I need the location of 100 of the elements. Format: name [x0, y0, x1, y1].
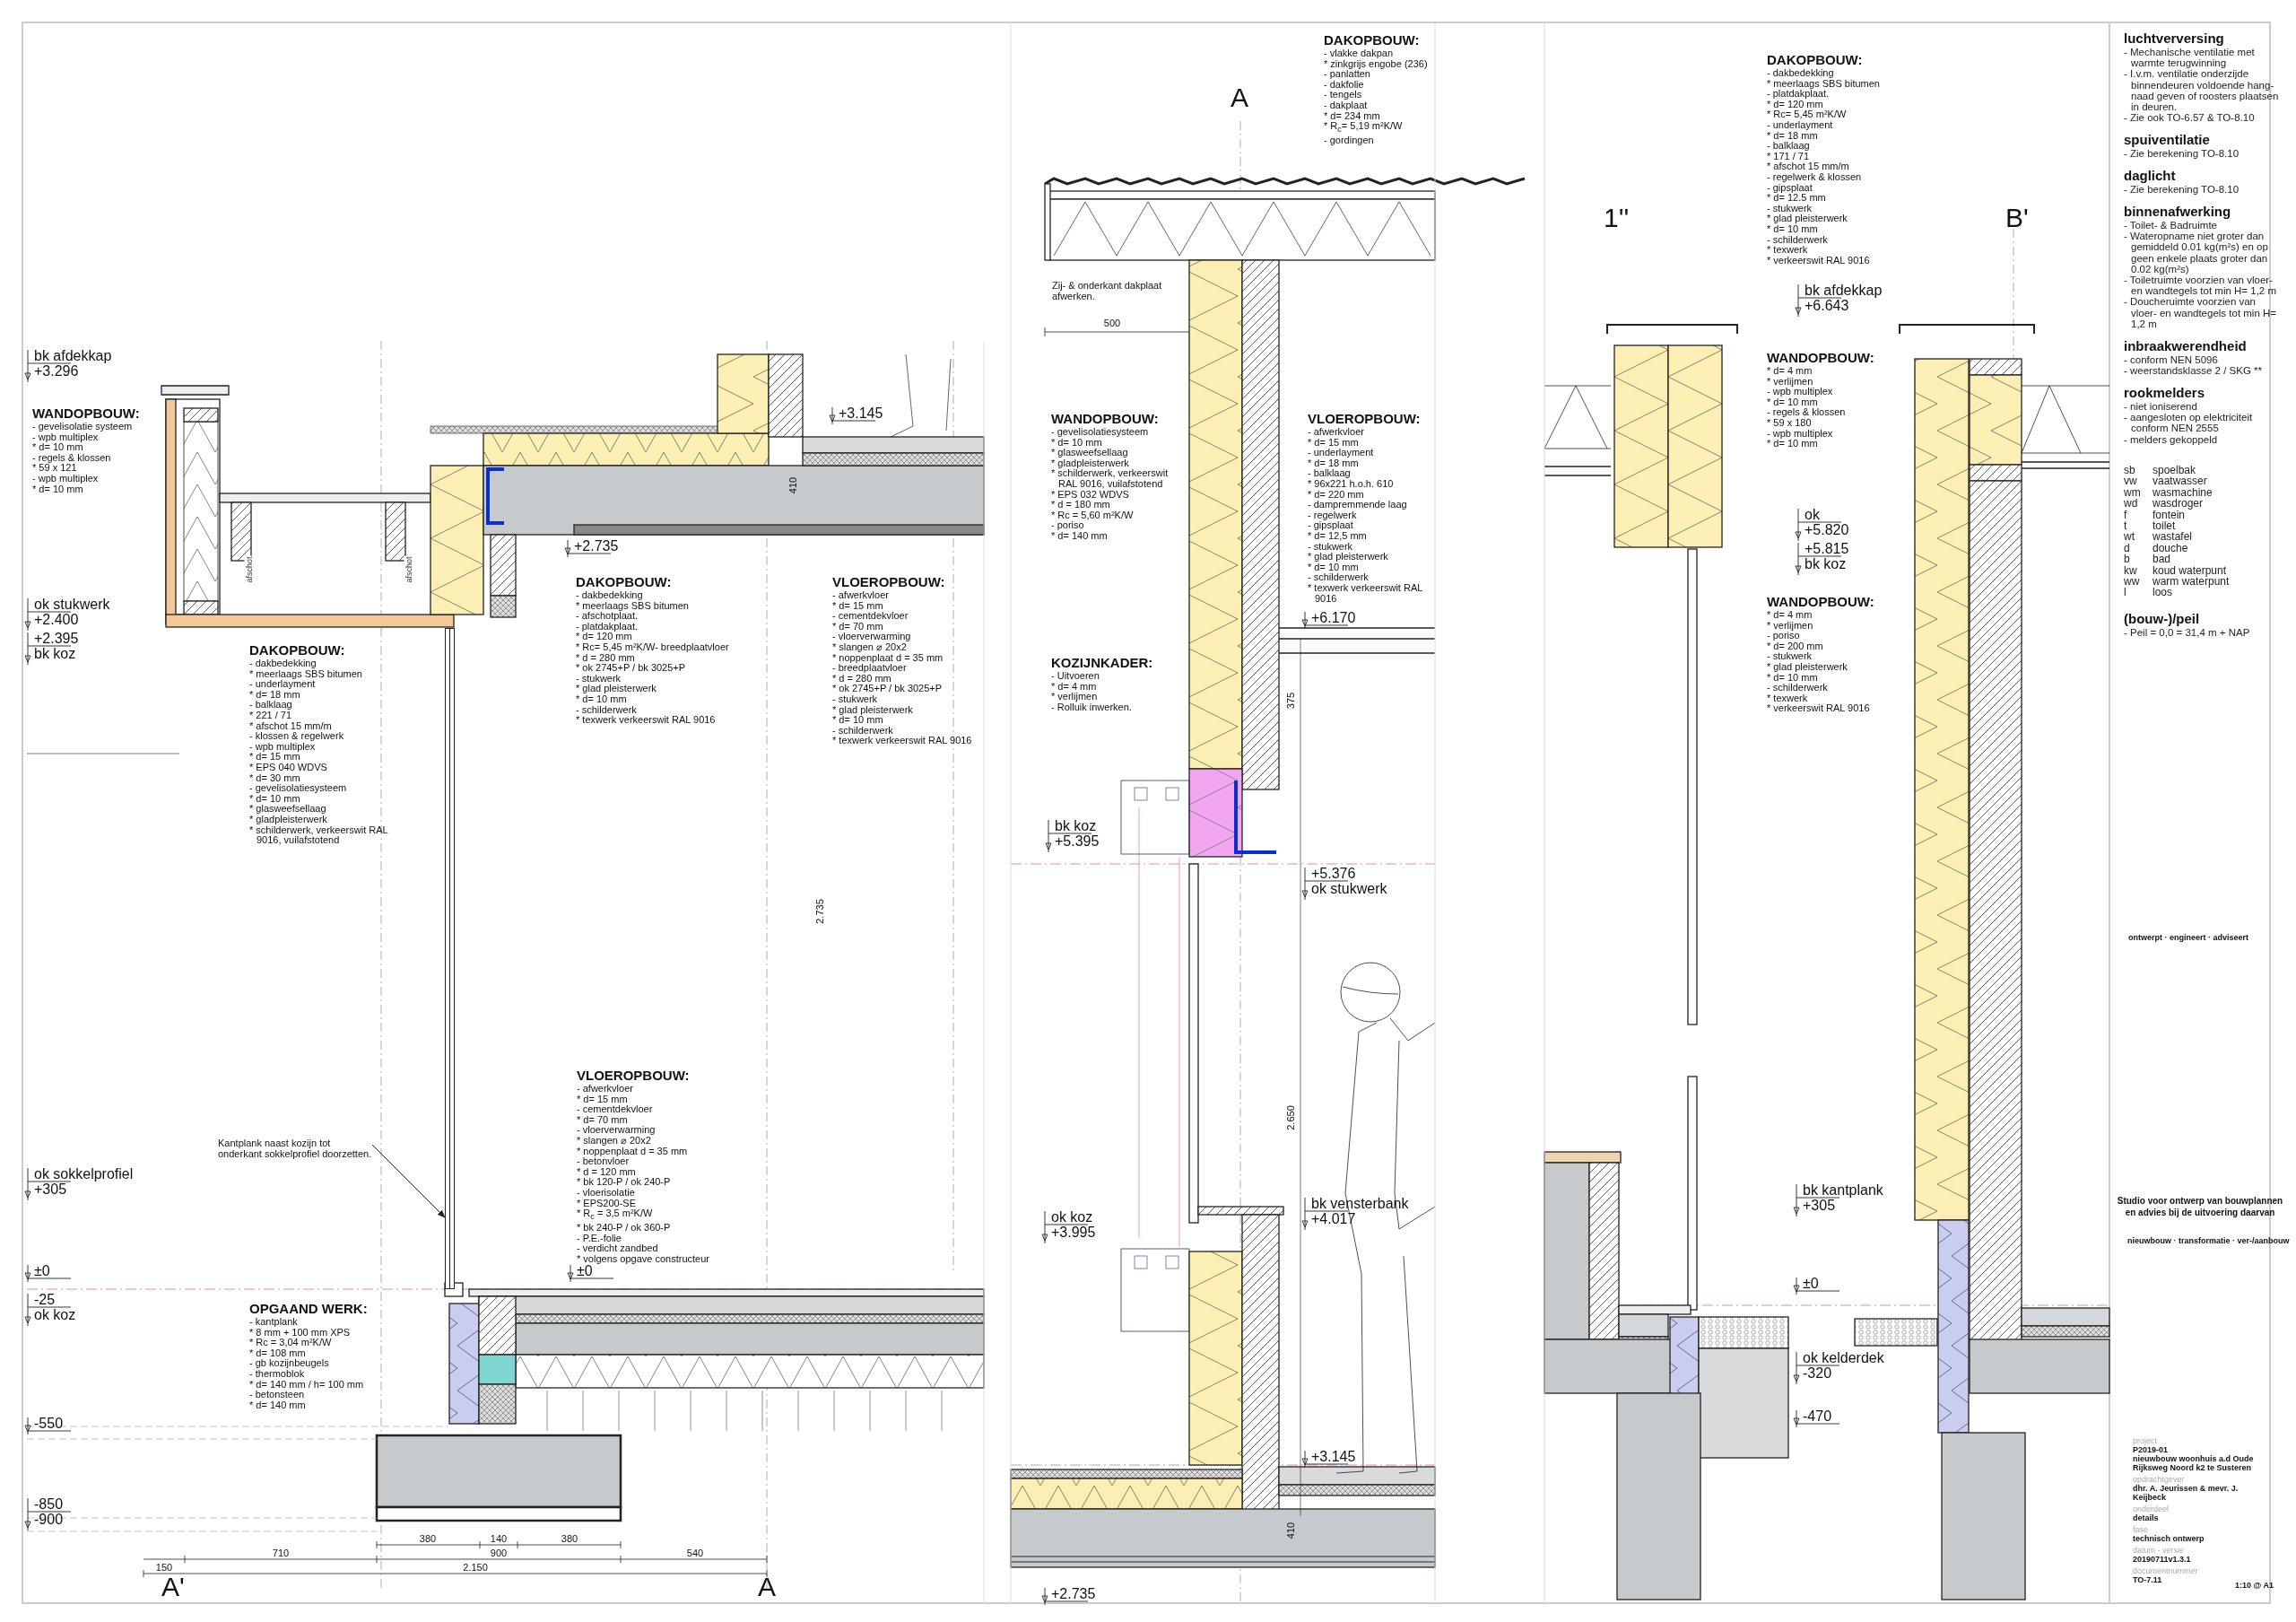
table-cell-text: warm waterpunt [2152, 576, 2231, 588]
spec-line: - stukwerk [576, 673, 622, 685]
table-cell-text: kw [2124, 564, 2138, 577]
note-text: Zij- & onderkant dakplaat afwerken. [1052, 280, 1163, 301]
level-label: +5.815 [1805, 541, 1849, 556]
table-cell-text: loos [2152, 587, 2173, 598]
level-label: bk afdekkap [34, 348, 112, 363]
spec-line: - tengels [1324, 90, 1363, 100]
table-cell-text: wm [2124, 486, 2142, 499]
note-text: - Toilet- & Badruimte [2124, 220, 2218, 231]
spec-line: * volgens opgave constructeur [577, 1253, 710, 1265]
spec-line: * d= 18 mm [1308, 458, 1359, 469]
spec-line: * d= 10 mm [249, 793, 300, 805]
spec-line: - betonvloer [577, 1156, 630, 1167]
spec-line: * d= 10 mm [32, 484, 83, 495]
spec-line: - afschotplaat. [576, 611, 639, 622]
window-frame [445, 628, 455, 1289]
spec-line: * d= 12,5 mm [1308, 530, 1368, 542]
spec-line: - betonsteen [249, 1390, 306, 1400]
spec-line: * gladpleisterwerk [1051, 458, 1129, 469]
spec-line: * verkeerswit RAL 9016 [1767, 255, 1871, 266]
table-cell-text: wt [2124, 531, 2135, 543]
spec-line: * glad pleisterwerk [832, 704, 914, 716]
spec-line: * Rc= 5,45 m²K/W [1767, 109, 1848, 120]
spec-line: - dakbedekking [249, 658, 317, 669]
note-text: - niet ioniserend [2124, 401, 2198, 413]
spec-line: - cementdekvloer [832, 611, 909, 622]
level-label: ±0 [577, 1263, 593, 1278]
level-label: ok koz [1051, 1209, 1093, 1225]
spec-line: * meerlaags SBS bitumen [576, 600, 690, 612]
table-cell-text: b [2124, 554, 2131, 565]
spec-line: * verlijmen [1767, 376, 1814, 388]
level-label: ok stukwerk [34, 597, 110, 612]
spec-line: * d = 180 mm [1051, 500, 1111, 510]
level-label: -25 [34, 1292, 56, 1307]
spec-line: * slangen ⌀ 20x2 [832, 641, 907, 653]
note-text: - Peil = 0,0 = 31,4 m + NAP [2124, 627, 2251, 639]
dimension-value: 410 [787, 476, 799, 494]
level-label: +3.145 [1311, 1449, 1356, 1464]
tagline-text: Studio voor ontwerp van bouwplannen en advies bij de uitvoering daarvan [2116, 1195, 2284, 1218]
section-heading: OPGAAND WERK: [249, 1301, 369, 1316]
spec-line: * d= 10 mm [1767, 439, 1818, 449]
level-label: ok kelderdek [1803, 1350, 1884, 1365]
table-cell-text: wasdroger [2152, 498, 2205, 510]
level-label: +5.820 [1805, 522, 1849, 537]
note-text: - Zie ook TO-6.57 & TO-8.10 [2124, 112, 2256, 124]
spec-line: * d= 18 mm [1767, 130, 1818, 142]
spec-line: - klossen & regelwerk [249, 731, 345, 742]
level-label: +5.395 [1055, 833, 1100, 849]
dimension-value: 540 [686, 1548, 704, 1558]
spec-line: - gevelisolatiesysteem [249, 783, 348, 794]
field-value: P2019-01 [2133, 1445, 2170, 1454]
tagline-text: 1:10 @ A1 [2235, 1581, 2274, 1590]
spec-line: * EPS200-SE [577, 1198, 638, 1209]
section-heading: WANDOPBOUW: [1767, 350, 1875, 365]
section-marker: A [758, 1572, 776, 1602]
spec-line: * 59 x 121 [32, 463, 78, 474]
spec-line: * bk 240-P / ok 360-P [577, 1222, 672, 1234]
note-text: - Zie berekening TO-8.10 [2124, 184, 2240, 196]
slope-label: afschot [404, 555, 413, 584]
spec-line: - dakplaat [1324, 100, 1369, 111]
spec-line: * schilderwerk, verkeerswit RAL 9016, vuilafstotend [1051, 468, 1170, 490]
section-heading: WANDOPBOUW: [32, 406, 141, 421]
spec-line: * d= 108 mm [249, 1347, 307, 1359]
spec-line: * d= 15 mm [249, 752, 300, 763]
spec-line: * afschot 15 mm/m [249, 720, 333, 732]
level-label: bk afdekkap [1805, 283, 1883, 298]
spec-line: * slangen ⌀ 20x2 [577, 1135, 651, 1147]
dimension-value: 710 [272, 1548, 290, 1558]
spec-line: * d= 10 mm [1051, 437, 1102, 449]
level-label: +3.296 [34, 363, 79, 379]
spec-line: * schilderwerk, verkeerswit RAL 9016, vuilafstotend [249, 824, 389, 846]
dimension-value: 410 [1285, 1522, 1297, 1539]
section-heading: DAKOPBOUW: [249, 642, 346, 658]
spec-line: * d = 120 mm [577, 1166, 637, 1178]
spec-line: * d= 140 mm [249, 1400, 307, 1411]
spec-line: * bk 120-P / ok 240-P [577, 1177, 672, 1188]
section-heading: VLOEROPBOUW: [832, 574, 946, 589]
note-text: - Doucheruimte voorzien van vloer- en wandtegels tot min H= 1,2 m [2124, 296, 2278, 330]
table-cell-text: wasmachine [2152, 486, 2213, 499]
spec-line: - dakbedekking [1767, 68, 1835, 79]
table-cell-text: vaatwasser [2152, 475, 2208, 487]
section-heading: KOZIJNKADER: [1051, 655, 1154, 670]
section-heading: rookmelders [2124, 385, 2206, 401]
field-label: documentnummer [2133, 1566, 2199, 1575]
spec-line: - wpb multiplex [1767, 428, 1834, 440]
level-label: +5.376 [1311, 866, 1356, 881]
section-heading: (bouw-)/peil [2124, 611, 2201, 627]
dimension-value: 140 [490, 1533, 508, 1544]
field-value: 20190711v1.3.1 [2133, 1555, 2192, 1564]
section-heading: WANDOPBOUW: [1767, 594, 1875, 609]
spec-line: - dakfolie [1324, 79, 1364, 91]
field-label: fase [2133, 1525, 2149, 1534]
spec-line: - schilderwerk [832, 725, 894, 737]
spec-line: * d= 200 mm [1767, 641, 1824, 652]
spec-line: - afwerkvloer [1308, 427, 1365, 438]
table-cell-text: f [2124, 509, 2128, 521]
spec-line: - underlayment [1767, 119, 1834, 131]
section-marker: 1'' [1604, 203, 1630, 233]
spec-line: * Rc= 5,45 m²K/W- breedplaatvloer [576, 641, 730, 653]
